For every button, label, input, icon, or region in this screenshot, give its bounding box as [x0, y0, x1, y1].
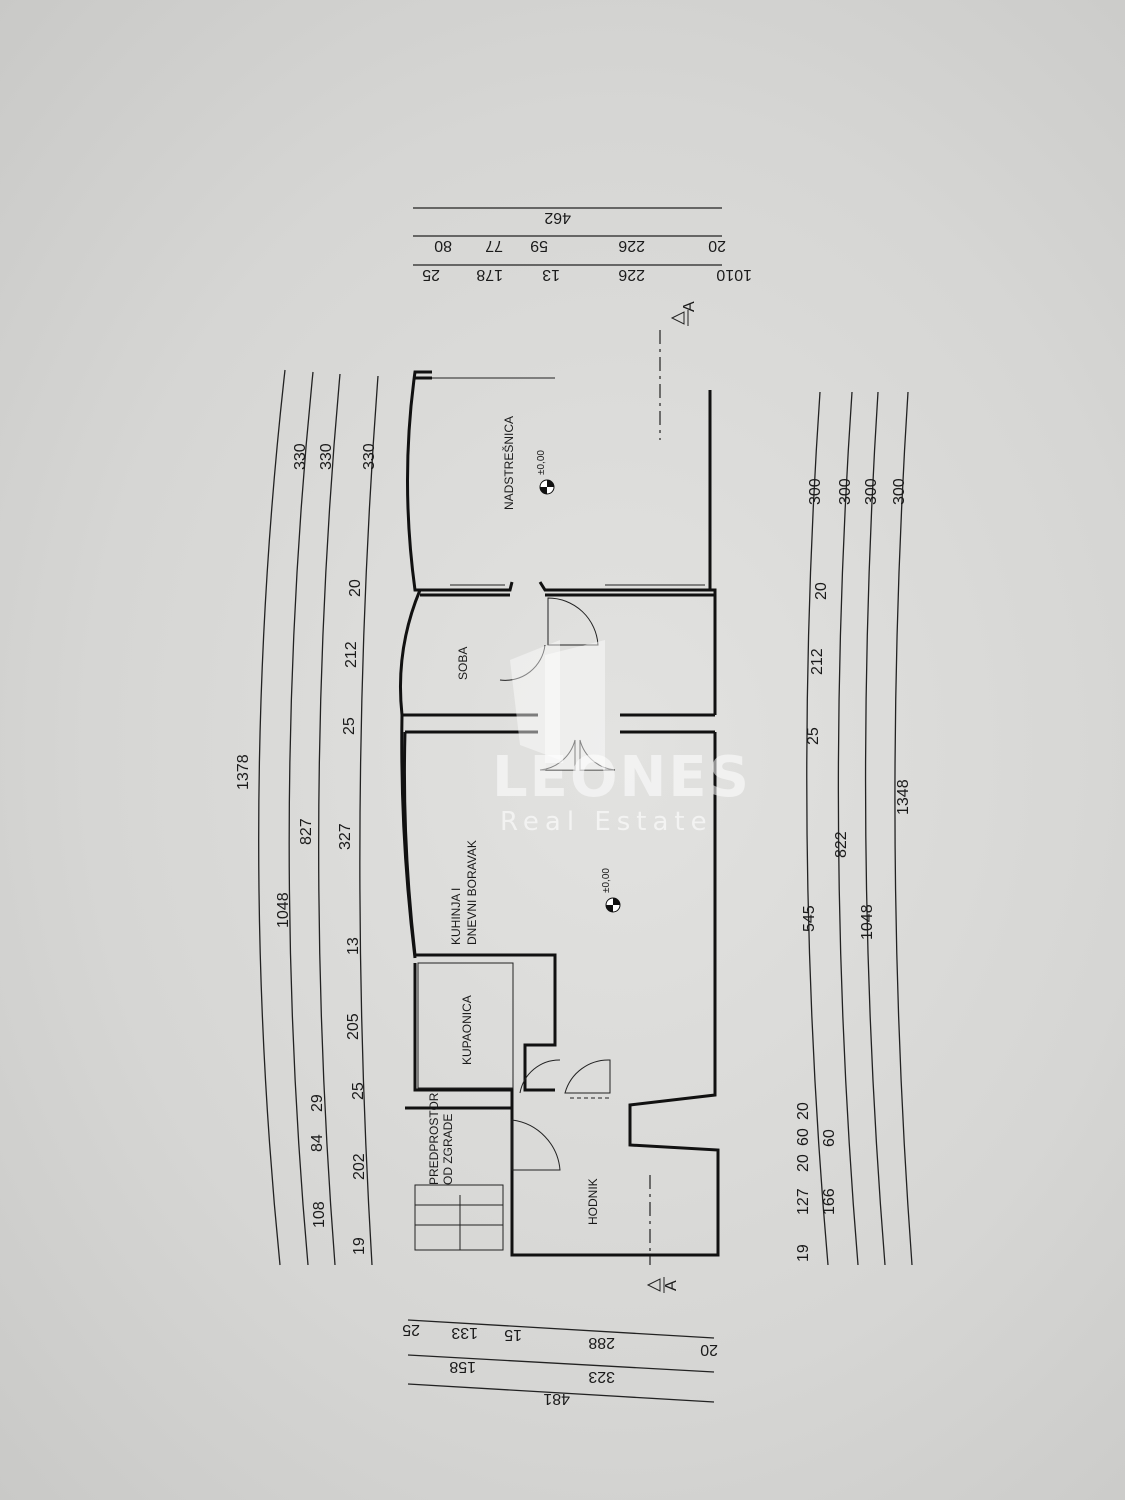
- doors: [499, 597, 616, 1171]
- svg-text:25: 25: [805, 727, 822, 745]
- entry-stairs: [414, 1184, 504, 1251]
- section-mark-bottom: A: [646, 1277, 680, 1293]
- svg-text:133: 133: [451, 1324, 478, 1341]
- svg-text:212: 212: [343, 641, 360, 668]
- watermark-logo: LEONES Real Estate: [492, 640, 751, 837]
- svg-text:330: 330: [361, 443, 378, 470]
- svg-text:77: 77: [485, 237, 503, 254]
- svg-text:226: 226: [618, 237, 645, 254]
- svg-text:178: 178: [476, 266, 503, 283]
- svg-text:20: 20: [708, 237, 726, 254]
- svg-text:1378: 1378: [235, 754, 252, 790]
- svg-text:300: 300: [863, 478, 880, 505]
- room-label-bedroom: SOBA: [456, 647, 470, 680]
- svg-text:A: A: [681, 301, 698, 312]
- svg-text:±0,00: ±0,00: [601, 868, 612, 893]
- walls: [399, 370, 720, 1257]
- room-label-porch: NADSTREŠNICA: [501, 416, 516, 510]
- svg-text:29: 29: [309, 1094, 326, 1112]
- svg-text:1348: 1348: [895, 779, 912, 815]
- svg-text:288: 288: [588, 1334, 615, 1351]
- svg-text:1048: 1048: [275, 892, 292, 928]
- right-dimension-lines: [806, 391, 913, 1266]
- svg-text:±0,00: ±0,00: [536, 450, 547, 475]
- room-label-entry-2: OD ZGRADE: [441, 1114, 455, 1185]
- svg-text:20: 20: [813, 582, 830, 600]
- left-dimension-lines: [258, 369, 379, 1266]
- svg-text:327: 327: [337, 823, 354, 850]
- room-label-bathroom: KUPAONICA: [460, 995, 474, 1065]
- svg-text:60: 60: [821, 1129, 838, 1147]
- room-label-living-2: DNEVNI BORAVAK: [465, 840, 479, 945]
- svg-text:827: 827: [298, 818, 315, 845]
- watermark-sub: Real Estate: [500, 807, 713, 837]
- bottom-dimension-lines: [407, 1319, 715, 1403]
- svg-text:127: 127: [795, 1188, 812, 1215]
- svg-text:481: 481: [543, 1390, 570, 1407]
- room-label-hallway: HODNIK: [586, 1178, 600, 1225]
- svg-text:80: 80: [434, 237, 452, 254]
- left-dimensions: 1378 1048 330 108 84 29 827 330 19 202 2…: [235, 443, 378, 1255]
- svg-text:25: 25: [402, 1321, 420, 1338]
- top-dimensions: 25 178 13 226 1010 80 77 59 226 20 462: [422, 209, 752, 283]
- svg-text:15: 15: [504, 1326, 522, 1343]
- svg-text:60: 60: [795, 1128, 812, 1146]
- svg-text:323: 323: [588, 1368, 615, 1385]
- svg-text:25: 25: [341, 717, 358, 735]
- section-mark-top: A: [670, 301, 698, 326]
- bottom-dimensions: 25 133 15 288 20 158 323 481: [402, 1321, 718, 1407]
- svg-text:462: 462: [544, 209, 571, 226]
- svg-text:1010: 1010: [716, 266, 752, 283]
- svg-text:300: 300: [891, 478, 908, 505]
- svg-text:545: 545: [801, 905, 818, 932]
- svg-text:300: 300: [807, 478, 824, 505]
- right-dimensions: 19 127 20 60 20 545 25 212 20 300 166 60…: [795, 478, 912, 1262]
- svg-text:1048: 1048: [859, 904, 876, 940]
- svg-text:166: 166: [821, 1188, 838, 1215]
- svg-text:20: 20: [795, 1102, 812, 1120]
- svg-text:A: A: [663, 1280, 680, 1291]
- svg-text:212: 212: [809, 648, 826, 675]
- room-label-living-1: KUHINJA I: [449, 888, 463, 945]
- svg-text:20: 20: [795, 1154, 812, 1172]
- svg-text:13: 13: [345, 937, 362, 955]
- svg-text:84: 84: [309, 1134, 326, 1152]
- svg-text:20: 20: [700, 1341, 718, 1358]
- svg-text:25: 25: [422, 266, 440, 283]
- level-marker: ±0,00: [601, 868, 621, 913]
- svg-text:822: 822: [833, 831, 850, 858]
- room-label-entry-1: PREDPROSTOR: [427, 1092, 441, 1185]
- svg-text:13: 13: [542, 266, 560, 283]
- svg-text:19: 19: [795, 1244, 812, 1262]
- level-marker: ±0,00: [536, 450, 555, 495]
- svg-text:202: 202: [351, 1153, 368, 1180]
- svg-text:108: 108: [311, 1201, 328, 1228]
- svg-text:205: 205: [345, 1013, 362, 1040]
- svg-text:330: 330: [292, 443, 309, 470]
- svg-text:20: 20: [347, 579, 364, 597]
- svg-text:59: 59: [530, 237, 548, 254]
- top-dimension-lines: [413, 207, 722, 266]
- svg-text:300: 300: [837, 478, 854, 505]
- svg-text:158: 158: [449, 1358, 476, 1375]
- svg-text:19: 19: [351, 1237, 368, 1255]
- svg-text:330: 330: [318, 443, 335, 470]
- watermark-brand: LEONES: [492, 745, 751, 810]
- svg-text:226: 226: [618, 266, 645, 283]
- svg-text:25: 25: [350, 1082, 367, 1100]
